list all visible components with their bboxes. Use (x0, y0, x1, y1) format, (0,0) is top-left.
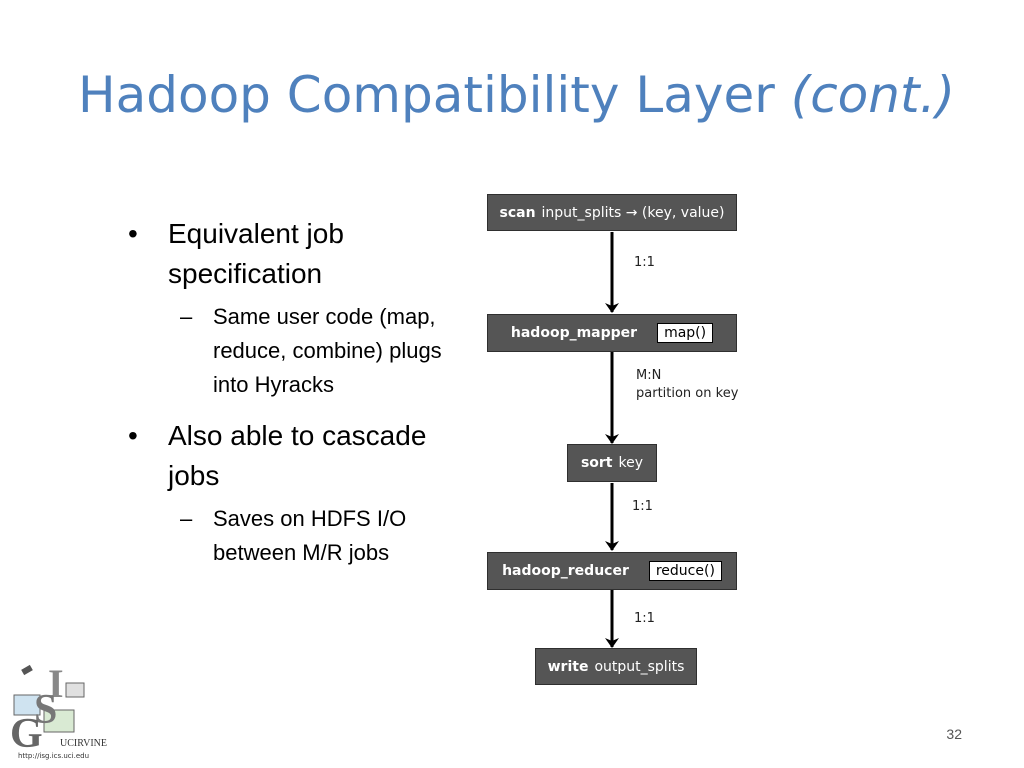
isg-logo: I S G (10, 661, 85, 757)
svg-text:G: G (10, 711, 43, 757)
svg-text:S: S (34, 687, 57, 733)
node-hadoop-reducer: hadoop_reducer reduce() (487, 552, 737, 590)
logo-org: UCIRVINE (60, 738, 107, 749)
edge-label: 1:1 (634, 611, 655, 626)
node-op: sort (580, 455, 613, 471)
edge-label: 1:1 (632, 499, 653, 514)
sub-bullet-dash: – (180, 304, 193, 329)
sub-bullet-text: Saves on HDFS I/O between M/R jobs (213, 506, 407, 565)
node-desc: key (618, 455, 644, 471)
sub-bullet-item: – Saves on HDFS I/O between M/R jobs (128, 502, 448, 570)
bullet-item: • Equivalent job specification (128, 214, 448, 294)
node-op: scan (499, 204, 536, 221)
node-write: write output_splits (535, 648, 697, 685)
edge-label: 1:1 (634, 255, 655, 270)
node-scan: scan input_splits → (key, value) (487, 194, 737, 231)
node-op: hadoop_reducer (502, 563, 629, 579)
node-desc: input_splits → (key, value) (541, 204, 725, 221)
page-number: 32 (946, 726, 962, 742)
logo-url: http://isg.ics.uci.edu (18, 752, 90, 760)
slide-title: Hadoop Compatibility Layer (cont.) (78, 66, 955, 124)
bullet-text: Also able to cascade jobs (168, 420, 427, 491)
bullet-text: Equivalent job specification (168, 218, 344, 289)
edge-label-detail: partition on key (636, 386, 739, 401)
node-inner-box: reduce() (648, 561, 722, 581)
bullet-item: • Also able to cascade jobs (128, 416, 448, 496)
node-sort: sort key (567, 444, 657, 482)
bullet-dot: • (128, 420, 138, 451)
node-desc: output_splits (594, 658, 685, 675)
slide-title-suffix: (cont.) (790, 66, 955, 124)
sub-bullet-dash: – (180, 506, 193, 531)
node-inner-box: map() (657, 323, 714, 343)
sub-bullet-text: Same user code (map, reduce, combine) pl… (213, 304, 442, 397)
node-hadoop-mapper: hadoop_mapper map() (487, 314, 737, 352)
slide-title-text: Hadoop Compatibility Layer (78, 66, 775, 124)
edge-label: M:N (636, 368, 662, 383)
bullet-dot: • (128, 218, 138, 249)
node-op: write (547, 658, 589, 675)
node-op: hadoop_mapper (510, 325, 638, 341)
sub-bullet-item: – Same user code (map, reduce, combine) … (128, 300, 448, 402)
bullet-list: • Equivalent job specification – Same us… (128, 214, 448, 584)
svg-text:I: I (48, 661, 64, 706)
